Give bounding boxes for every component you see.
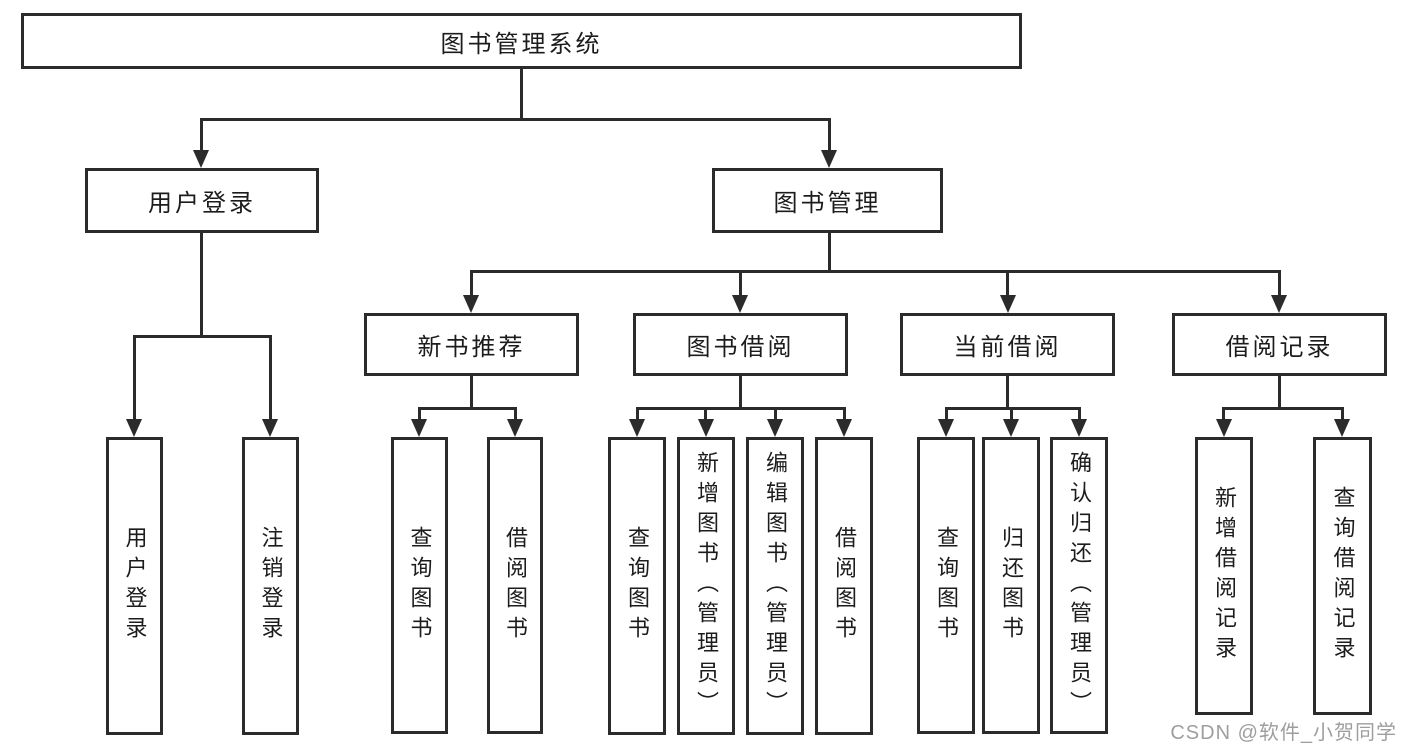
connector-line <box>843 407 846 419</box>
node-borrowing-records: 借阅记录 <box>1172 313 1387 376</box>
connector-line <box>418 407 421 419</box>
leaf-logout: 注销登录 <box>242 437 299 735</box>
connector-line <box>1006 270 1009 296</box>
connector-line <box>514 407 517 419</box>
leaf-add-borrow-record: 新增借阅记录 <box>1195 437 1253 715</box>
connector-line <box>739 376 742 409</box>
connector-line <box>418 407 516 410</box>
arrow-down-icon <box>767 419 783 437</box>
connector-line <box>269 335 272 420</box>
arrow-down-icon <box>193 150 209 168</box>
arrow-down-icon <box>411 419 427 437</box>
node-label: 确认归还（管理员） <box>1067 450 1092 721</box>
node-label: 注销登录 <box>258 526 284 646</box>
node-new-book-recommend: 新书推荐 <box>364 313 579 376</box>
arrow-down-icon <box>262 419 278 437</box>
leaf-user-login: 用户登录 <box>106 437 163 735</box>
node-label: 用户登录 <box>148 190 256 217</box>
watermark-text: CSDN @软件_小贺同学 <box>1170 722 1397 744</box>
leaf-return-books: 归还图书 <box>982 437 1040 734</box>
leaf-query-books-borrowing: 查询图书 <box>608 437 666 735</box>
arrow-down-icon <box>1271 295 1287 313</box>
connector-line <box>1222 407 1225 419</box>
node-label: 图书管理 <box>773 190 882 217</box>
node-label: 新书推荐 <box>417 334 526 361</box>
connector-line <box>636 407 846 410</box>
arrow-down-icon <box>1003 419 1019 437</box>
leaf-query-books-recommend: 查询图书 <box>391 437 448 734</box>
node-current-borrowing: 当前借阅 <box>900 313 1115 376</box>
node-label: 新增借阅记录 <box>1212 486 1237 666</box>
connector-line <box>470 270 473 296</box>
connector-line <box>945 407 948 419</box>
connector-line <box>828 233 831 272</box>
leaf-query-borrow-record: 查询借阅记录 <box>1313 437 1372 715</box>
arrow-down-icon <box>126 419 142 437</box>
leaf-add-book-admin: 新增图书（管理员） <box>677 437 735 735</box>
node-label: 查询借阅记录 <box>1330 486 1356 666</box>
connector-line <box>945 407 1081 410</box>
arrow-down-icon <box>938 419 954 437</box>
leaf-edit-book-admin: 编辑图书（管理员） <box>746 437 804 735</box>
arrow-down-icon <box>698 419 714 437</box>
leaf-query-books-current: 查询图书 <box>917 437 975 734</box>
node-label: 借阅图书 <box>832 526 857 646</box>
arrow-down-icon <box>629 419 645 437</box>
node-root: 图书管理系统 <box>21 13 1022 69</box>
arrow-down-icon <box>1216 419 1232 437</box>
connector-line <box>470 376 473 409</box>
connector-line <box>1222 407 1343 410</box>
node-label: 查询图书 <box>625 526 650 646</box>
connector-line <box>470 270 1281 273</box>
leaf-borrow-books-recommend: 借阅图书 <box>487 437 543 734</box>
connector-line <box>1010 407 1013 419</box>
connector-line <box>520 68 523 119</box>
node-label: 用户登录 <box>122 526 148 646</box>
arrow-down-icon <box>836 419 852 437</box>
connector-line <box>200 118 203 151</box>
node-label: 当前借阅 <box>953 334 1062 361</box>
connector-line <box>828 118 831 151</box>
arrow-down-icon <box>1334 419 1350 437</box>
connector-line <box>1078 407 1081 419</box>
connector-line <box>1278 376 1281 409</box>
connector-line <box>704 407 707 419</box>
node-label: 查询图书 <box>934 525 959 646</box>
connector-line <box>739 270 742 296</box>
node-label: 图书借阅 <box>686 334 795 361</box>
node-label: 编辑图书（管理员） <box>763 451 788 721</box>
connector-line <box>774 407 777 419</box>
leaf-confirm-return-admin: 确认归还（管理员） <box>1050 437 1108 734</box>
node-label: 查询图书 <box>407 525 433 646</box>
connector-line <box>1341 407 1344 419</box>
node-label: 归还图书 <box>999 525 1024 646</box>
node-label: 新增图书（管理员） <box>694 451 719 721</box>
arrow-down-icon <box>1000 295 1016 313</box>
node-user-login: 用户登录 <box>85 168 319 233</box>
arrow-down-icon <box>463 295 479 313</box>
arrow-down-icon <box>1071 419 1087 437</box>
arrow-down-icon <box>732 295 748 313</box>
arrow-down-icon <box>507 419 523 437</box>
node-label: 图书管理系统 <box>440 30 603 58</box>
connector-line <box>636 407 639 419</box>
connector-line <box>200 233 203 337</box>
node-label: 借阅图书 <box>503 525 528 646</box>
leaf-borrow-books-borrowing: 借阅图书 <box>815 437 873 735</box>
node-book-management: 图书管理 <box>712 168 943 233</box>
connector-line <box>1006 376 1009 409</box>
connector-line <box>133 335 136 420</box>
node-book-borrowing: 图书借阅 <box>633 313 848 376</box>
connector-line <box>1278 270 1281 296</box>
node-label: 借阅记录 <box>1225 334 1334 361</box>
connector-line <box>133 335 272 338</box>
connector-line <box>200 118 831 121</box>
arrow-down-icon <box>821 150 837 168</box>
